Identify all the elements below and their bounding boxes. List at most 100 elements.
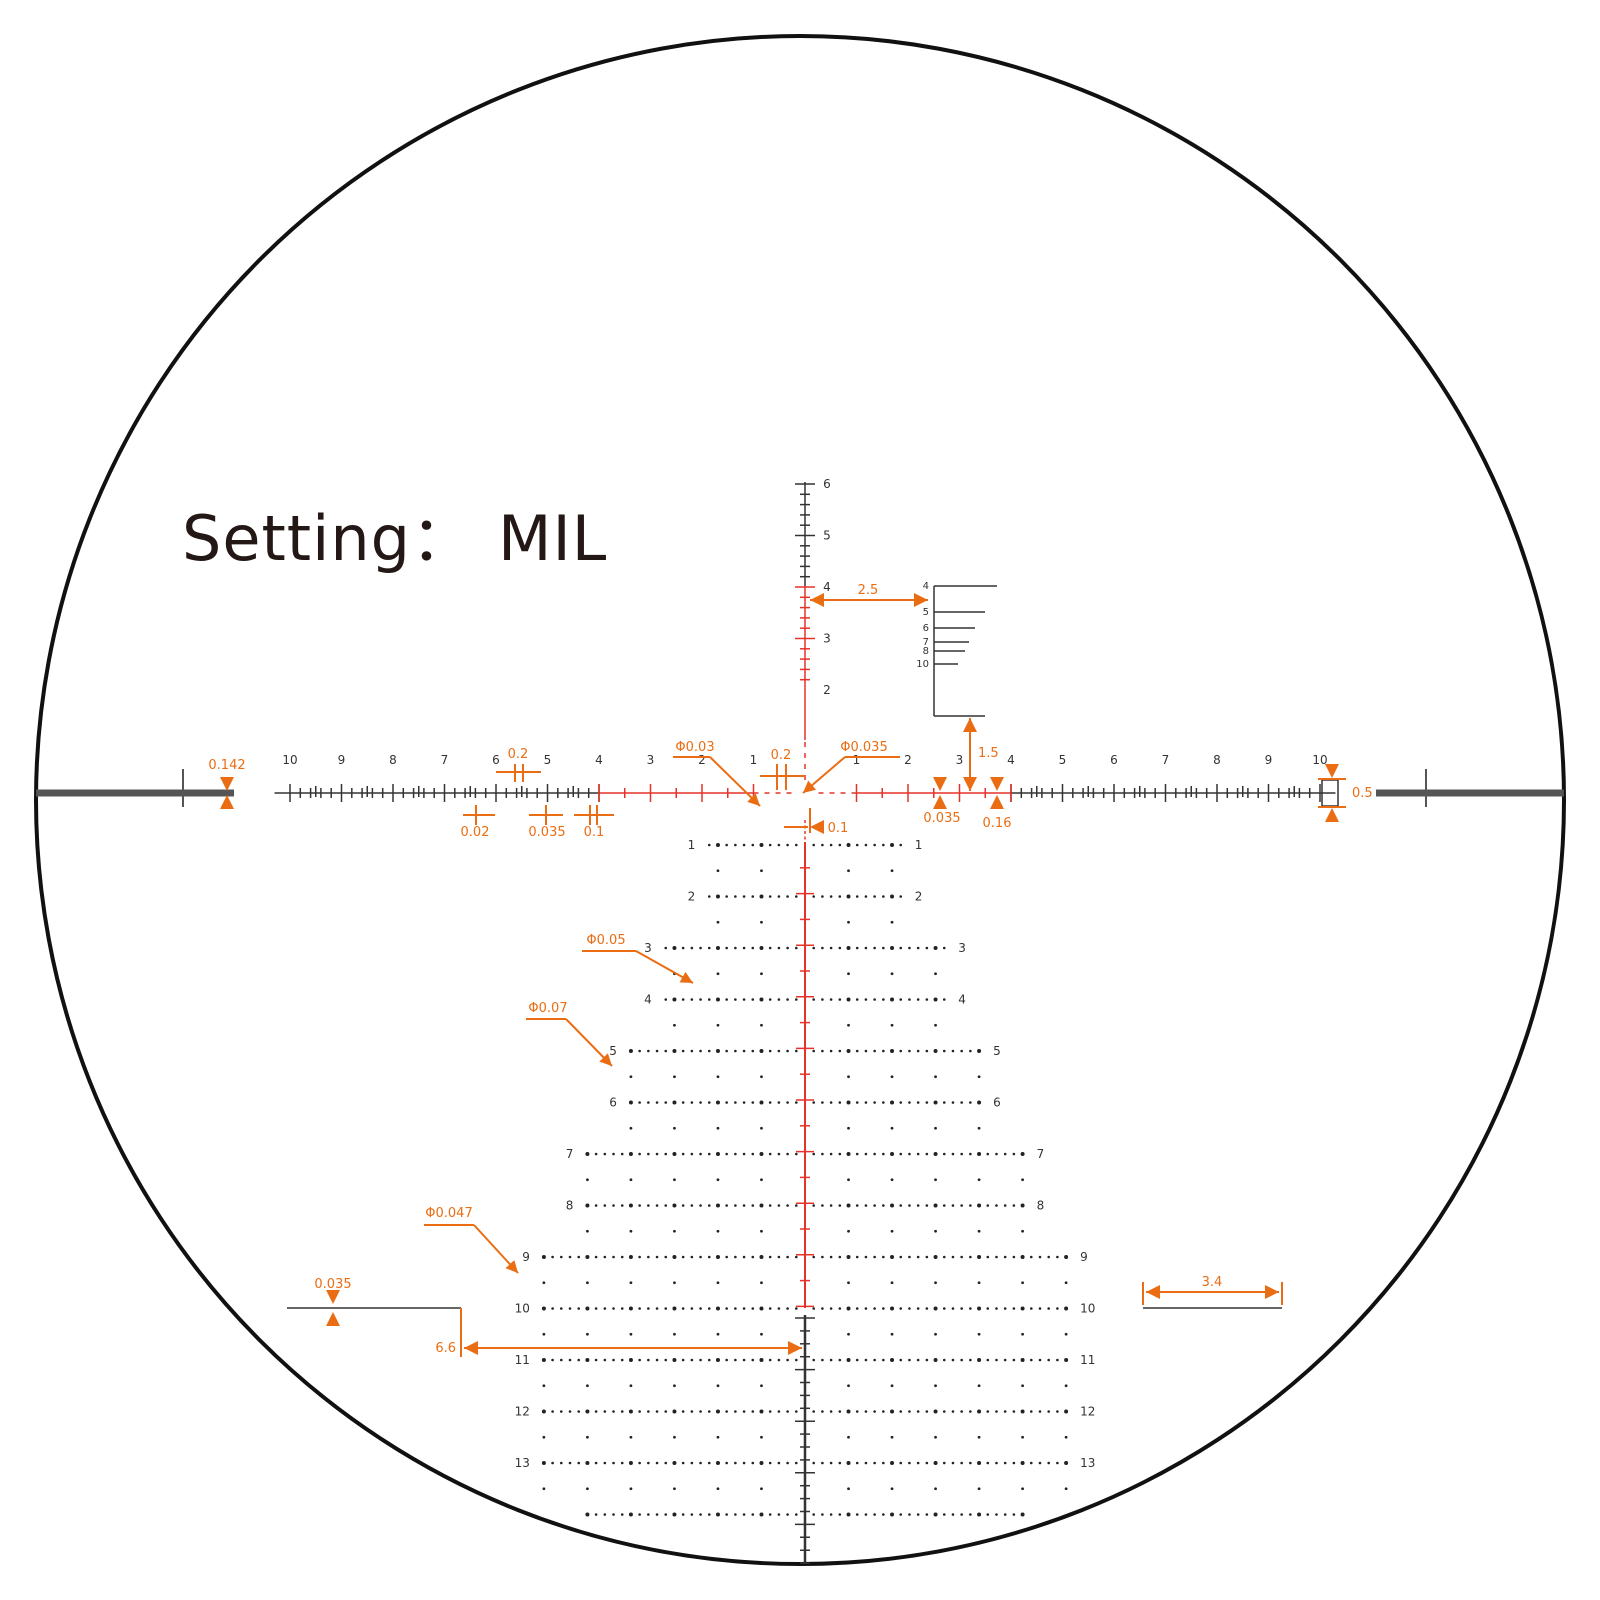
- tree-mid-dot: [934, 1023, 937, 1027]
- tree-dot: [890, 1358, 895, 1362]
- tree-dot: [681, 1307, 685, 1310]
- tree-dot: [1038, 1307, 1042, 1310]
- tree-dot: [1047, 1307, 1050, 1310]
- tree-dot: [777, 1410, 781, 1413]
- tree-dot: [899, 1410, 903, 1413]
- tree-dot: [647, 1101, 650, 1104]
- tree-mid-dot: [673, 1023, 676, 1027]
- tree-dot: [873, 1049, 876, 1053]
- tree-dot: [777, 1204, 781, 1207]
- annot-bar-thickness-arrow-top: [326, 1290, 340, 1304]
- tree-dot: [647, 1358, 650, 1362]
- annot-rangefinder-offset-head-left: [810, 593, 824, 607]
- tree-dot: [1029, 1410, 1033, 1413]
- tree-mid-dot: [629, 1435, 633, 1439]
- tree-row-left-label: 2: [688, 890, 696, 904]
- tree-dot: [777, 1101, 781, 1104]
- tree-dot: [715, 1512, 720, 1517]
- tree-dot: [1056, 1255, 1059, 1259]
- tree-dot: [751, 1152, 755, 1156]
- tree-dot: [603, 1358, 607, 1362]
- tree-dot: [960, 1049, 963, 1053]
- tree-dot: [594, 1152, 598, 1156]
- tree-dot: [638, 1410, 641, 1413]
- tree-dot: [725, 843, 728, 847]
- tree-dot: [838, 1513, 842, 1516]
- annot-end-box-arrow-top: [1325, 764, 1339, 778]
- tree-dot: [846, 1512, 851, 1517]
- tree-dot: [585, 1255, 590, 1259]
- h-scale-right-label: 10: [1312, 753, 1327, 767]
- tree-dot: [628, 1255, 633, 1259]
- tree-dot: [742, 998, 746, 1001]
- tree-dot: [838, 1049, 842, 1053]
- tree-dot: [786, 1513, 789, 1516]
- tree-row-left-label: 3: [644, 941, 652, 955]
- tree-dot: [908, 1358, 911, 1362]
- tree-mid-dot: [934, 1229, 937, 1233]
- tree-row-left-label: 8: [566, 1199, 574, 1213]
- tree-dot: [777, 1152, 781, 1156]
- tree-dot: [751, 998, 755, 1001]
- tree-dot: [715, 946, 720, 950]
- tree-dot: [672, 1306, 677, 1311]
- tree-dot: [846, 894, 851, 899]
- tree-dot: [585, 1306, 590, 1311]
- tree-row-left-label: 6: [609, 1096, 617, 1110]
- tree-dot: [725, 1358, 728, 1362]
- v-upper-label: 5: [823, 529, 831, 543]
- tree-dot: [628, 1100, 633, 1105]
- tree-dot: [647, 1049, 650, 1053]
- tree-mid-dot: [890, 920, 894, 924]
- tree-dot: [742, 1049, 746, 1053]
- tree-dot: [786, 1461, 789, 1465]
- tree-dot: [794, 843, 798, 847]
- tree-dot: [707, 1101, 711, 1104]
- tree-dot: [638, 1204, 641, 1207]
- tree-dot: [768, 998, 772, 1001]
- tree-dot: [664, 946, 668, 950]
- tree-dot: [768, 1152, 772, 1156]
- tree-mid-dot: [977, 1178, 981, 1182]
- tree-dot: [655, 1461, 659, 1465]
- tree-mid-dot: [586, 1487, 589, 1491]
- annot-tree-dot-05-leader-head: [679, 971, 693, 983]
- tree-dot: [585, 1203, 590, 1208]
- rangefinder-label: 6: [923, 623, 929, 634]
- tree-dot: [1020, 1409, 1025, 1414]
- tree-dot: [916, 1049, 920, 1053]
- tree-mid-dot: [890, 1178, 894, 1182]
- tree-mid-dot: [629, 1229, 633, 1233]
- tree-dot: [942, 946, 946, 950]
- tree-dot: [725, 1255, 728, 1259]
- tree-dot: [655, 1152, 659, 1156]
- tree-dot: [577, 1461, 581, 1465]
- tree-row-right-label: 5: [993, 1044, 1001, 1058]
- tree-dot: [620, 1358, 624, 1362]
- tree-dot: [916, 1152, 920, 1156]
- tree-dot: [942, 1307, 946, 1310]
- tree-dot: [1038, 1358, 1042, 1362]
- tree-dot: [864, 1358, 868, 1362]
- tree-mid-dot: [977, 1126, 981, 1130]
- tree-dot: [838, 1358, 842, 1362]
- tree-dot: [864, 1410, 868, 1413]
- tree-dot: [707, 998, 711, 1001]
- tree-mid-dot: [760, 972, 763, 976]
- tree-mid-dot: [1064, 1487, 1068, 1491]
- tree-dot: [916, 1513, 920, 1516]
- tree-row-right-label: 4: [958, 993, 966, 1007]
- tree-row-right-label: 2: [915, 890, 923, 904]
- tree-dot: [664, 998, 668, 1001]
- tree-dot: [846, 997, 851, 1002]
- tree-dot: [751, 1410, 755, 1413]
- tree-dot: [1012, 1513, 1016, 1516]
- tree-dot: [1056, 1307, 1059, 1310]
- tree-mid-dot: [760, 1487, 763, 1491]
- tree-dot: [725, 1049, 728, 1053]
- tree-dot: [855, 895, 859, 898]
- tree-dot: [899, 1049, 903, 1053]
- tree-dot: [812, 1204, 816, 1207]
- tree-mid-dot: [934, 972, 937, 976]
- tree-dot: [628, 1358, 633, 1362]
